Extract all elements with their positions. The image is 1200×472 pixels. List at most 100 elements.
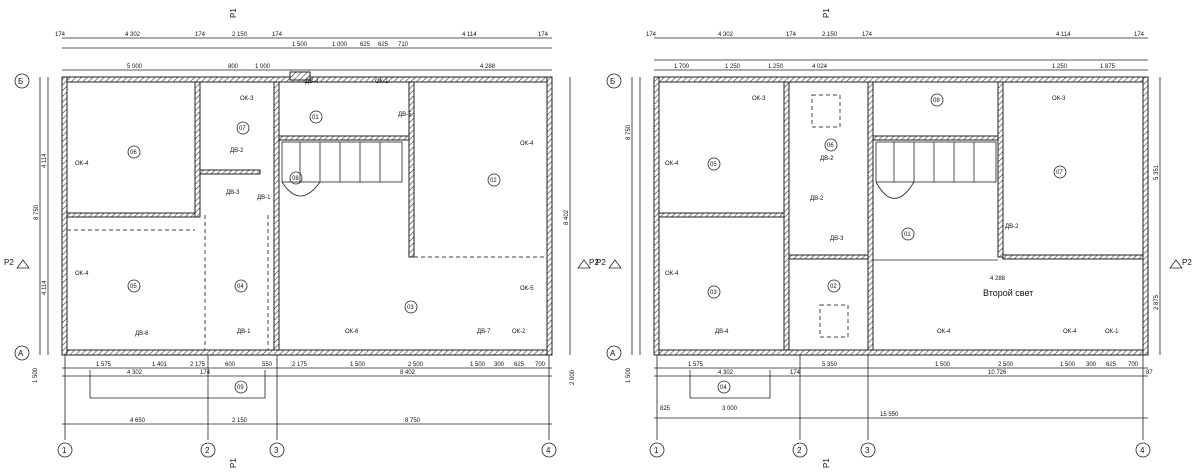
section-label: Р2 (596, 258, 606, 267)
dim-text: 174 (538, 32, 549, 38)
axis-bubble (200, 442, 216, 458)
void-outline (819, 304, 849, 338)
wall-right (1142, 76, 1149, 356)
dim-text: 1 500 (935, 362, 951, 368)
dim-text: 15 550 (880, 412, 899, 418)
room-number: 04 (237, 284, 244, 290)
axis-label: 3 (274, 446, 279, 455)
window-label: ОК-4 (75, 271, 89, 277)
window-label: ОК-6 (345, 329, 359, 335)
dim-text: 1 500 (470, 362, 486, 368)
dim-text: 825 (660, 406, 671, 412)
room-number: 09 (237, 385, 244, 391)
dim-text: 8 750 (34, 204, 40, 220)
room-number: 03 (407, 305, 414, 311)
dim-text: 2 150 (822, 32, 838, 38)
door-label: ДВ-3 (830, 236, 844, 242)
dim-text: 4 114 (42, 280, 48, 295)
dim-text: 1 401 (152, 362, 168, 368)
axis-label: 2 (797, 446, 802, 455)
door-label: ДВ-6 (135, 331, 149, 337)
wall-int (658, 212, 785, 218)
dim-text: 625 (378, 42, 389, 48)
grid-axes-left: 1 2 3 4 Б А Р2 Р2 Р1 Р1 (4, 8, 599, 468)
dim-text: 625 (360, 42, 371, 48)
axis-bubble (860, 442, 876, 458)
wall-int (289, 71, 311, 81)
window-label: ОК-3 (752, 96, 766, 102)
dim-text: 174 (55, 32, 66, 38)
dim-text: 2 150 (232, 418, 248, 424)
axis-label: 4 (1140, 446, 1145, 455)
dim-text: 8 402 (400, 370, 416, 376)
dim-text: 8 750 (405, 418, 421, 424)
dim-text: 1 500 (1060, 362, 1076, 368)
section-label: Р1 (229, 8, 238, 18)
dim-text: 174 (786, 32, 797, 38)
dim-text: 800 (228, 64, 239, 70)
dim-text: 300 (494, 362, 505, 368)
wall-int (783, 81, 790, 351)
window-label: ОК-4 (665, 161, 679, 167)
axis-label: 1 (62, 446, 67, 455)
section-label: Р2 (589, 258, 599, 267)
dim-text: 87 (1146, 370, 1153, 376)
dim-text: 4 114 (1056, 32, 1071, 38)
dim-text: 1 000 (255, 64, 271, 70)
dim-text: 174 (790, 370, 801, 376)
axis-label: Б (610, 77, 615, 86)
door-label: ДВ-1 (237, 329, 251, 335)
dim-text: 2 875 (1154, 294, 1160, 310)
window-label: ОК-4 (75, 161, 89, 167)
dim-text: 2 150 (232, 32, 248, 38)
dim-text: 2 500 (998, 362, 1014, 368)
axis-bubble (649, 442, 665, 458)
wall-int (66, 212, 196, 218)
dim-text: 710 (398, 42, 409, 48)
axis-bubble (269, 442, 285, 458)
dim-text: 174 (1134, 32, 1145, 38)
axis-label: А (18, 349, 24, 358)
window-label: ОК-3 (1052, 96, 1066, 102)
stairs-left (281, 141, 403, 197)
wall-bottom (61, 349, 553, 356)
dim-text: 1 500 (33, 367, 39, 383)
door-label: ДВ-2 (230, 148, 244, 154)
dim-text: 5 350 (822, 362, 838, 368)
window-label: ОК-5 (520, 286, 534, 292)
dim-text: 700 (535, 362, 546, 368)
wall-top (653, 76, 1149, 83)
dim-text: 1 500 (292, 42, 308, 48)
wall-right (546, 76, 553, 356)
axis-label: 4 (546, 446, 551, 455)
dim-text: 4 114 (462, 32, 477, 38)
window-label: ОК-4 (665, 271, 679, 277)
room-number: 07 (239, 126, 246, 132)
wall-int (408, 81, 415, 258)
axis-bubble (792, 442, 808, 458)
dim-text: 5 351 (1154, 164, 1160, 180)
dim-text: 550 (262, 362, 273, 368)
grid-axes-right: 1 2 3 4 Б А Р2 Р2 Р1 Р1 (596, 8, 1192, 468)
wall-int (867, 81, 874, 351)
section-label: Р1 (229, 458, 238, 468)
section-label: Р1 (822, 458, 831, 468)
window-label: ОК-3 (240, 96, 254, 102)
opening-labels-left: ОК-4 ОК-4 ОК-4 ОК-5 ОК-6 ОК-2 ОК-3 ОК-1 … (75, 79, 534, 337)
door-label: ДВ-1 (257, 195, 271, 201)
section-label: Р2 (4, 258, 14, 267)
dim-text: 625 (1106, 362, 1117, 368)
wall-bottom (653, 349, 1149, 356)
axis-bubble (14, 73, 30, 89)
room-number: 06 (130, 150, 137, 156)
door-label: ДВ-2 (820, 156, 834, 162)
door-label: ДВ-2 (810, 196, 824, 202)
room-number: 01 (904, 232, 911, 238)
room-number: 01 (312, 115, 319, 121)
room-number: 02 (830, 284, 837, 290)
window-label: ОК-4 (937, 329, 951, 335)
window-label: ОК-2 (512, 329, 526, 335)
dim-text: 2 175 (292, 362, 308, 368)
dim-text: 174 (272, 32, 283, 38)
